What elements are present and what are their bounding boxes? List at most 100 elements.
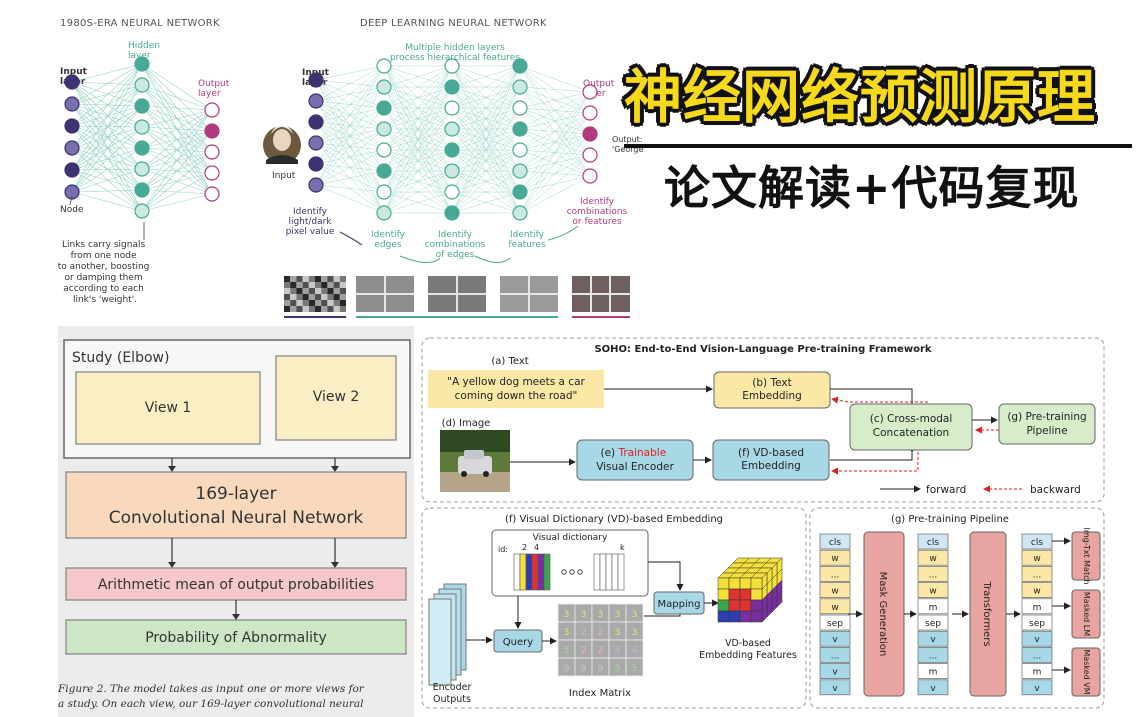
pipeline-token-label: v: [832, 635, 838, 645]
nn-figure: 1980S-ERA NEURAL NETWORK Inputlayer Hidd…: [58, 18, 646, 318]
pipeline-token: [917, 533, 949, 550]
pipeline-panel: [809, 507, 1105, 709]
pipeline-token-label: ...: [1033, 651, 1042, 661]
nn-old-node: [64, 140, 80, 156]
nn-old-node-label: Node: [60, 205, 84, 215]
sub-title: 论文解读+代码复现: [664, 161, 1080, 215]
id-2: 2: [522, 543, 527, 552]
nn-deep-node: [582, 105, 598, 121]
pipeline-token: [1021, 566, 1053, 582]
mapping-label: Mapping: [658, 599, 701, 610]
index-matrix-value: 3: [598, 610, 604, 620]
car-image: [440, 430, 510, 492]
pipeline-token-label: m: [929, 668, 938, 678]
pipeline-token: [819, 582, 851, 598]
pipeline-token-label: m: [1033, 668, 1042, 678]
pipeline-token: [1021, 549, 1053, 566]
soho-panel: [421, 337, 1105, 503]
vd-panel: [421, 507, 807, 709]
pipeline-token: [1021, 679, 1053, 696]
pipeline-token-label: w: [831, 587, 838, 597]
nn-deep-node: [444, 100, 460, 116]
nn-old-node: [134, 56, 150, 72]
pipeline-token-label: ...: [929, 651, 938, 661]
pipeline-token: [819, 533, 851, 550]
nn-deep-node: [444, 163, 460, 179]
text-embedding-box: [713, 371, 831, 409]
pipeline-token-label: v: [832, 684, 838, 694]
head-masked-vm-box: [1071, 647, 1101, 697]
pipeline-token-label: v: [1034, 635, 1040, 645]
pipeline-token: [819, 598, 851, 615]
vd-embedding-box: [712, 439, 830, 481]
index-matrix-value: 2: [581, 646, 587, 656]
pipeline-token-label: m: [1033, 603, 1042, 613]
figure-caption: Figure 2. The model takes as input one o…: [58, 682, 414, 712]
pipeline-token: [1021, 614, 1053, 631]
legend-forward: forward: [926, 484, 966, 496]
pipeline-token-label: cls: [829, 538, 841, 548]
pipeline-token: [917, 582, 949, 598]
index-matrix-value: 3: [615, 610, 621, 620]
nn-old-node: [64, 96, 80, 112]
legend-backward: backward: [1030, 484, 1081, 496]
index-matrix-value: 3: [581, 610, 587, 620]
george-portrait: [263, 125, 301, 164]
pipeline-token-label: sep: [1029, 619, 1045, 629]
nn-deep-node: [582, 147, 598, 163]
nn-deep-node: [582, 168, 598, 184]
view1-label: View 1: [145, 400, 192, 416]
pipeline-token-label: sep: [827, 619, 843, 629]
mean-label: Arithmetic mean of output probabilities: [98, 577, 374, 593]
pipeline-token-label: v: [930, 635, 936, 645]
id-4: 4: [534, 543, 539, 552]
index-matrix-label: Index Matrix: [569, 688, 631, 699]
nn-deep-node: [308, 135, 324, 151]
nn-deep-node: [512, 79, 528, 95]
pipeline-token: [819, 566, 851, 582]
nn-deep-node: [376, 58, 392, 74]
nn-old-node: [204, 186, 220, 202]
pipeline-token: [917, 663, 949, 679]
pipeline-token: [917, 647, 949, 663]
nn-deep-output-caption: Output:'George': [612, 135, 646, 154]
id-label: id:: [498, 545, 508, 554]
pipeline-token: [1021, 582, 1053, 598]
pipeline-token-label: w: [929, 554, 936, 564]
visual-dictionary-label: Visual dictionary: [533, 533, 608, 543]
index-matrix-value: 3: [615, 628, 621, 638]
index-matrix-value: 9: [581, 664, 587, 674]
pipeline-token: [819, 647, 851, 663]
nn-deep-node: [376, 79, 392, 95]
caption-line-2: a study. On each view, our 169-layer con…: [58, 698, 364, 710]
pipeline-token: [1021, 663, 1053, 679]
index-matrix-value: 9: [598, 664, 604, 674]
nn-old-node: [134, 140, 150, 156]
nn-deep-node: [582, 126, 598, 142]
nn-old-node: [134, 119, 150, 135]
pipeline-token-label: v: [1034, 684, 1040, 694]
nn-deep-node: [376, 100, 392, 116]
study-label: Study (Elbow): [72, 350, 169, 366]
head-masked-vm-label: Masked VM: [1082, 649, 1091, 694]
nn-deep-node: [444, 205, 460, 221]
nn-deep-title: DEEP LEARNING NEURAL NETWORK: [360, 18, 547, 29]
pipeline-token-label: w: [831, 603, 838, 613]
index-matrix-value: 3: [632, 610, 638, 620]
nn-deep-node: [376, 142, 392, 158]
nn-old-node: [64, 184, 80, 200]
nn-deep-node: [444, 184, 460, 200]
soho-diagram: SOHO: End-to-End Vision-Language Pre-tra…: [421, 337, 1105, 709]
nn-deep-node: [512, 163, 528, 179]
pipeline-token: [1021, 630, 1053, 647]
nn-deep-node: [512, 184, 528, 200]
vd-title: (f) Visual Dictionary (VD)-based Embeddi…: [505, 514, 723, 525]
nn-old-node: [134, 203, 150, 219]
pipeline-token-label: ...: [1033, 570, 1042, 580]
nn-deep-input-caption: Input: [272, 171, 296, 181]
index-matrix-value: 4: [632, 646, 638, 656]
